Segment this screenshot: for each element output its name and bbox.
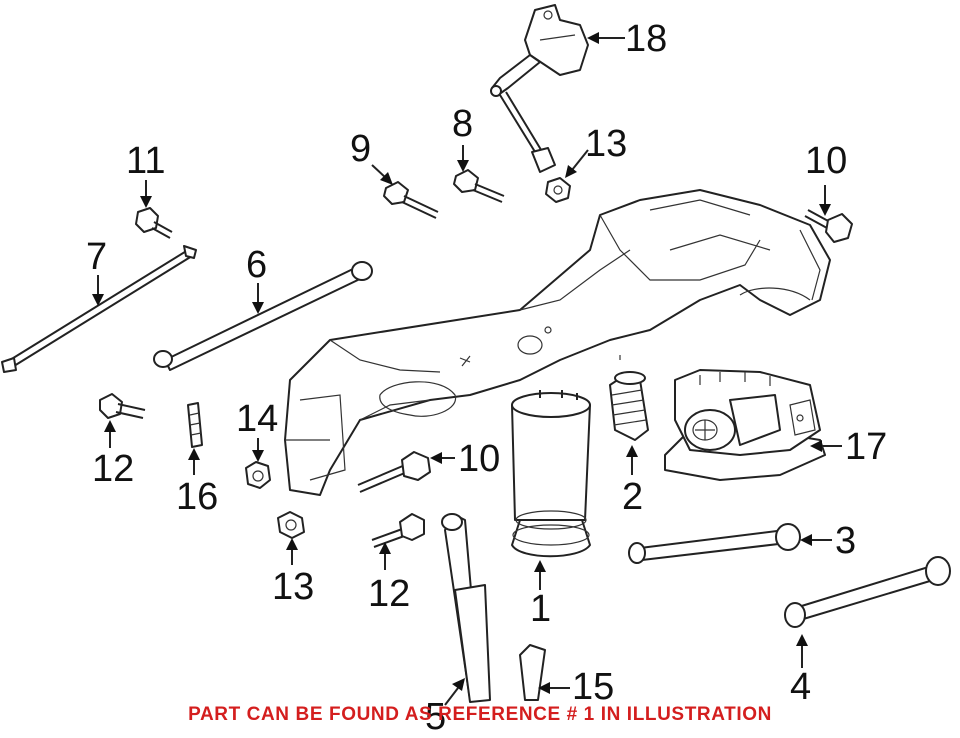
callout-10-mid: 10 bbox=[458, 438, 501, 480]
jounce-bumper bbox=[609, 371, 649, 441]
pin-16 bbox=[187, 402, 203, 448]
callout-leaders bbox=[92, 32, 842, 706]
bolt-8 bbox=[453, 169, 505, 203]
reference-note: PART CAN BE FOUND AS REFERENCE # 1 IN IL… bbox=[188, 704, 772, 725]
axle-housing bbox=[284, 189, 831, 496]
callout-18: 18 bbox=[625, 18, 668, 60]
callout-13-lower: 13 bbox=[272, 566, 315, 608]
level-sensor bbox=[490, 4, 589, 173]
bolt-10-mid bbox=[357, 451, 431, 493]
callout-12-lower: 12 bbox=[92, 448, 135, 490]
bolt-9 bbox=[383, 181, 439, 219]
callout-7: 7 bbox=[86, 236, 108, 278]
upper-link bbox=[628, 523, 801, 564]
callout-6: 6 bbox=[246, 244, 268, 286]
callout-2: 2 bbox=[622, 476, 644, 518]
bolt-11 bbox=[371, 513, 425, 548]
bracket bbox=[519, 644, 546, 701]
bolt-10-right bbox=[804, 209, 853, 243]
lateral-link bbox=[153, 261, 373, 371]
bolt-12-lower bbox=[99, 393, 146, 419]
callout-3: 3 bbox=[835, 520, 857, 562]
lower-link bbox=[784, 556, 951, 628]
callout-15: 15 bbox=[572, 666, 615, 708]
callout-5: 5 bbox=[425, 696, 447, 738]
callout-17: 17 bbox=[845, 426, 888, 468]
shock-absorber bbox=[441, 513, 491, 703]
callout-9: 9 bbox=[350, 128, 372, 170]
nut-13-lower bbox=[277, 511, 305, 539]
nut-13-top bbox=[545, 177, 571, 203]
callout-13-top: 13 bbox=[585, 123, 628, 165]
callout-14: 14 bbox=[236, 398, 279, 440]
callout-12-top: 11 bbox=[126, 140, 166, 182]
nut-14 bbox=[245, 461, 271, 489]
callout-4: 4 bbox=[790, 666, 812, 708]
callout-11: 12 bbox=[368, 573, 411, 615]
callout-10-right: 10 bbox=[805, 140, 848, 182]
stabilizer-rod bbox=[1, 245, 197, 373]
callout-1: 1 bbox=[530, 588, 552, 630]
callout-16: 16 bbox=[176, 476, 219, 518]
bolt-12-top bbox=[135, 207, 173, 239]
callout-8: 8 bbox=[452, 103, 474, 145]
air-spring bbox=[511, 390, 591, 558]
air-compressor bbox=[664, 369, 826, 481]
